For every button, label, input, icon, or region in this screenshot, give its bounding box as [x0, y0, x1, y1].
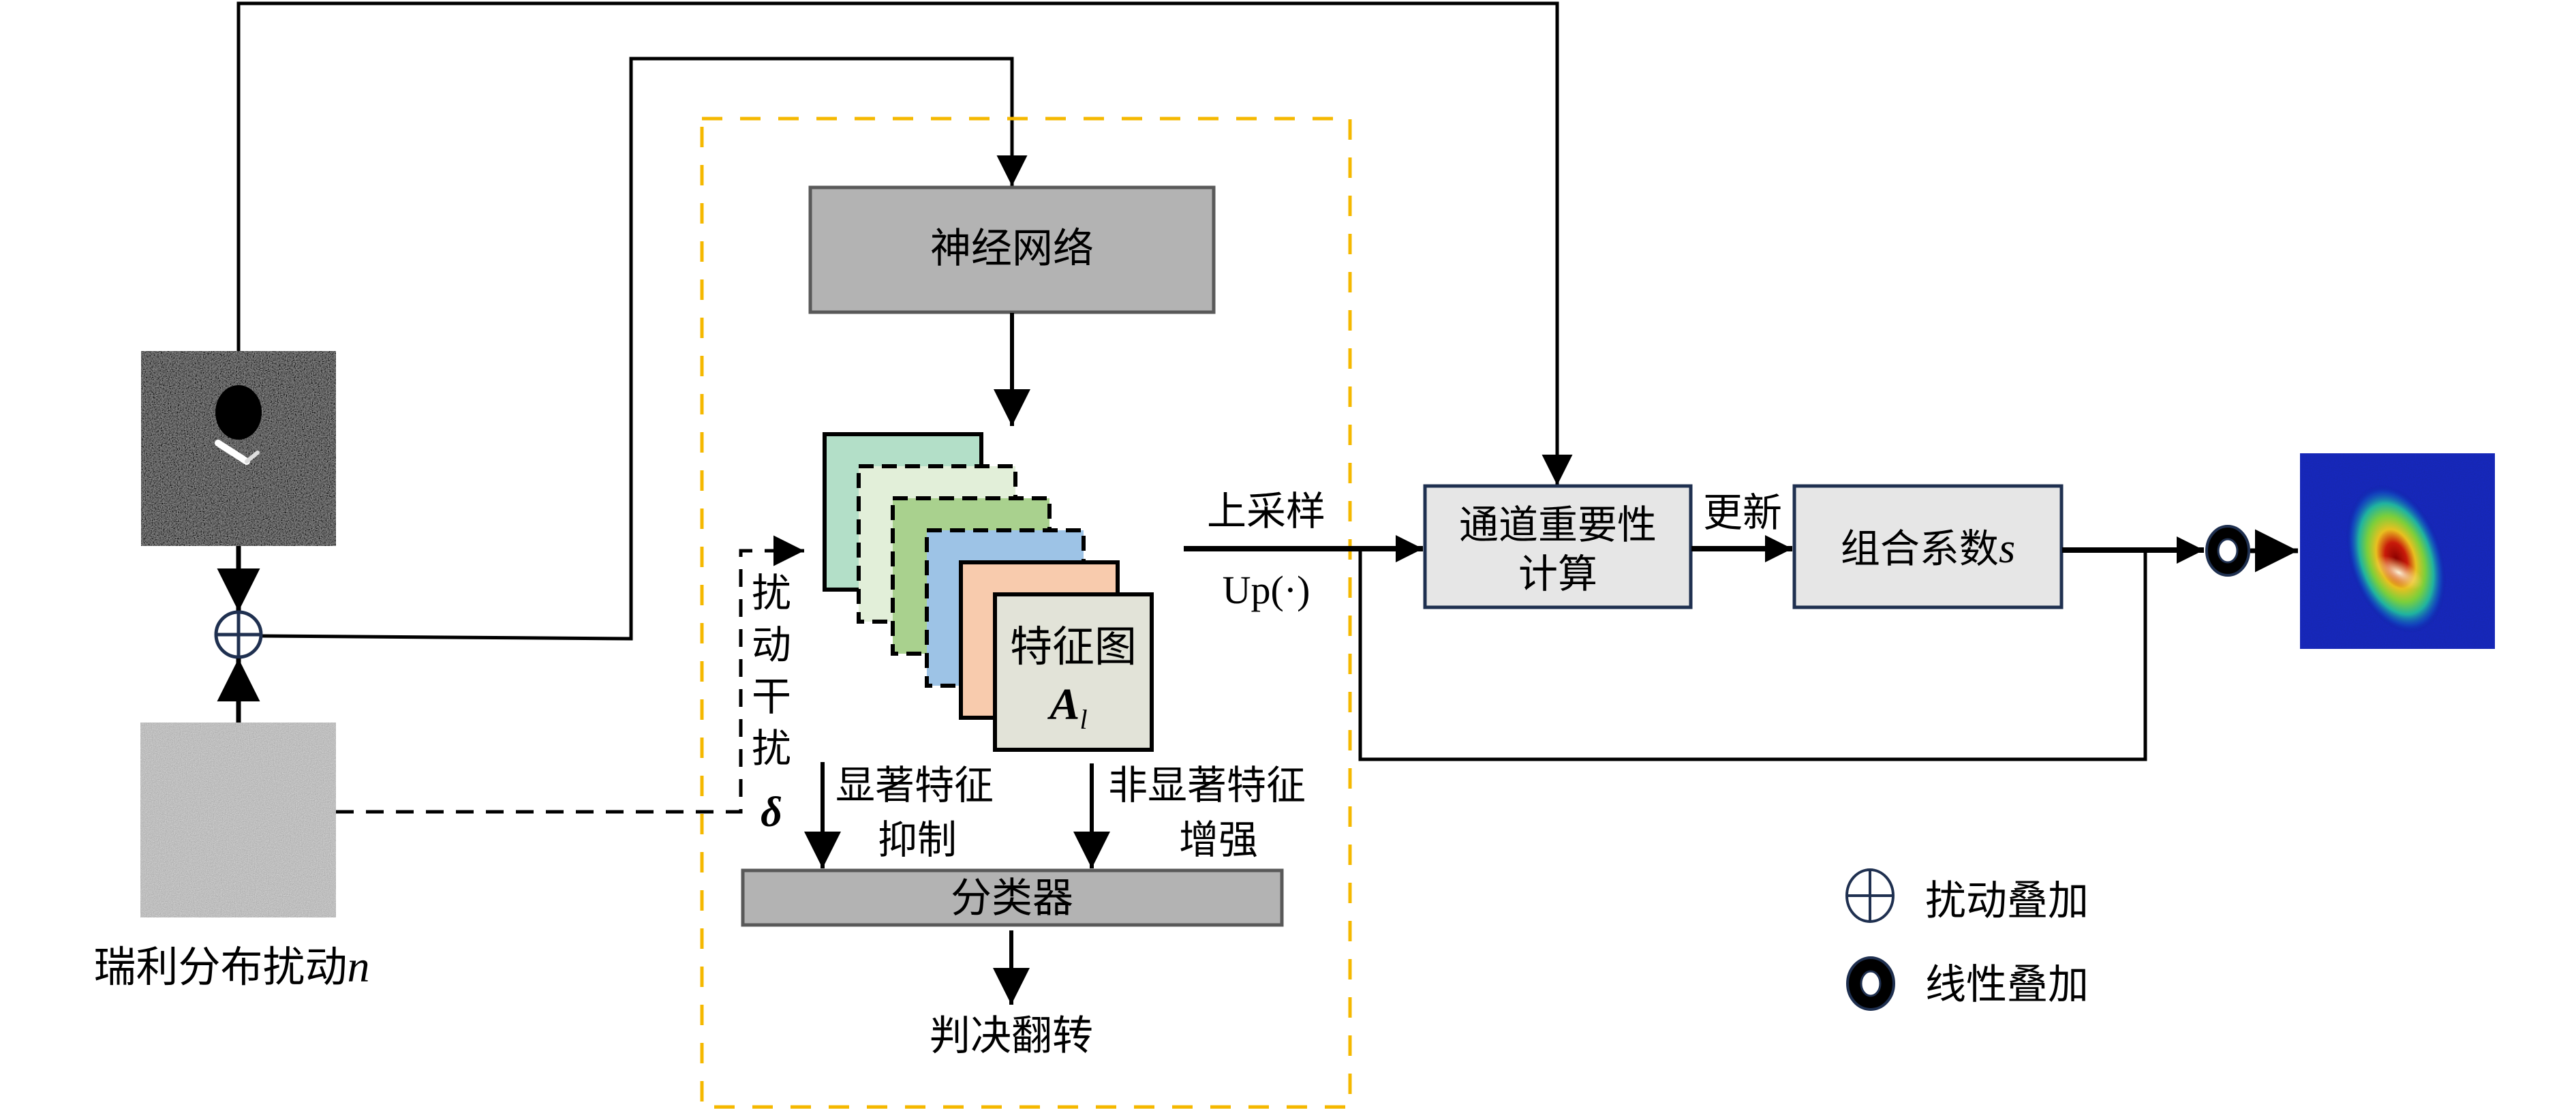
svg-text:特征图: 特征图: [1010, 622, 1137, 671]
svg-text:扰动叠加: 扰动叠加: [1925, 877, 2089, 925]
feature-map-layer: [993, 592, 1154, 752]
decision-flip-label: 判决翻转: [930, 1012, 1093, 1060]
update-label: 更新: [1703, 489, 1782, 536]
feature-map-stack: [823, 432, 1154, 752]
feature-map-label: 特征图 Al: [1010, 622, 1137, 735]
svg-text:Up(·): Up(·): [1223, 568, 1310, 612]
svg-text:显著特征: 显著特征: [835, 762, 994, 808]
svg-text:组合系数s: 组合系数s: [1841, 526, 2015, 572]
svg-text:Al: Al: [1047, 680, 1087, 735]
svg-text:非显著特征: 非显著特征: [1108, 762, 1306, 808]
svg-text:通道重要性: 通道重要性: [1459, 502, 1657, 548]
svg-text:干: 干: [752, 673, 791, 720]
salient-suppress-label: 显著特征 抑制: [835, 762, 994, 863]
linear-add-icon: [2205, 525, 2250, 577]
upsample-label: 上采样 Up(·): [1207, 488, 1325, 612]
svg-text:δ: δ: [761, 789, 782, 836]
connector-feature-loop: [1358, 549, 2147, 761]
nonsalient-enhance-label: 非显著特征 增强: [1108, 762, 1306, 863]
classifier-block: 分类器: [741, 868, 1284, 927]
svg-text:线性叠加: 线性叠加: [1925, 961, 2089, 1009]
connector-sum-to-neural-network: [261, 57, 1028, 641]
saliency-heatmap-image: [2300, 453, 2495, 649]
perturbation-add-icon: [214, 610, 263, 659]
perturbation-path: [336, 535, 804, 814]
legend-item-linear-add: 线性叠加: [1846, 956, 2089, 1011]
svg-text:神经网络: 神经网络: [930, 225, 1094, 273]
svg-text:扰: 扰: [752, 570, 791, 616]
combination-coefficient-block: 组合系数s: [1792, 484, 2064, 609]
channel-importance-block: 通道重要性 计算: [1423, 484, 1693, 609]
sar-input-image: [141, 351, 336, 546]
svg-text:分类器: 分类器: [951, 875, 1073, 922]
legend: 扰动叠加 线性叠加: [1845, 868, 2089, 1011]
svg-text:计算: 计算: [1518, 551, 1597, 597]
linear-add-icon: [1846, 956, 1895, 1011]
svg-text:动: 动: [752, 622, 791, 668]
model-frame: [700, 117, 1352, 1109]
svg-text:扰: 扰: [752, 725, 791, 772]
noise-label: 瑞利分布扰动n: [93, 942, 369, 992]
perturbation-label: 扰 动 干 扰 δ: [752, 570, 791, 836]
rayleigh-noise-image: [140, 723, 336, 917]
svg-text:上采样: 上采样: [1207, 488, 1325, 534]
svg-text:增强: 增强: [1179, 817, 1258, 863]
svg-text:抑制: 抑制: [878, 817, 957, 863]
connector-sar-to-channel-importance: [236, 1, 1573, 485]
neural-network-block: 神经网络: [808, 185, 1216, 314]
legend-item-perturbation-add: 扰动叠加: [1845, 868, 2089, 925]
perturbation-add-icon: [1845, 868, 1895, 923]
